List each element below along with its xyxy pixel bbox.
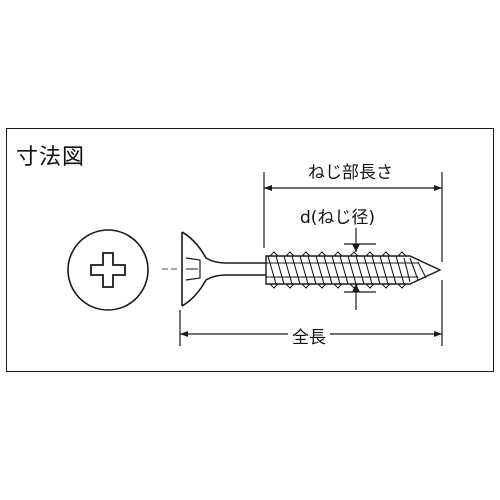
thread-length-dimension: [263, 172, 443, 262]
diameter-label: d(ねじ径): [296, 203, 380, 228]
thread-length-label: ねじ部長さ: [304, 158, 397, 183]
phillips-head-circle-icon: [67, 229, 149, 311]
total-length-label: 全長: [288, 323, 330, 348]
total-length-dimension: [179, 280, 443, 346]
drywall-screw-side-view-icon: [162, 231, 442, 307]
diagram-frame: [6, 128, 494, 372]
diagram-title: 寸法図: [16, 145, 86, 170]
diameter-dimension: [344, 228, 376, 310]
